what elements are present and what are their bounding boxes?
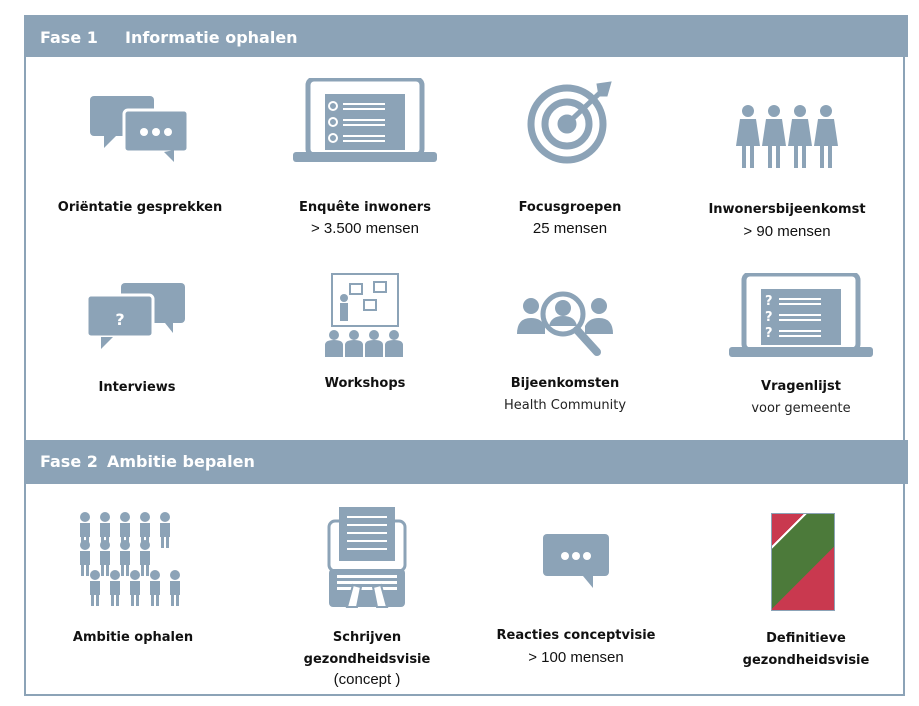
svg-text:?: ? [115,310,124,329]
target-icon [527,80,613,166]
question-bubbles-icon: ? [87,283,187,351]
workshop-presentation-icon [324,272,406,358]
item-label: Interviews [98,380,176,395]
item-sub: (concept ) [333,671,401,688]
chat-bubbles-icon [90,92,190,164]
item-label: Vragenlijst [761,379,841,394]
people-group-icon [735,104,839,170]
item-sub: voor gemeente [751,401,851,416]
crowd-icon [77,512,189,608]
label-line: Definitieve [766,631,846,646]
phase-number: Fase 2 [40,452,98,471]
phase-title: Informatie ophalen [125,28,298,47]
svg-text:?: ? [765,326,773,341]
item-sub: Health Community [503,398,627,413]
item-sub: > 90 mensen [743,223,831,240]
phase-number: Fase 1 [40,28,98,47]
document-cover-image [771,513,835,611]
phase-1-header: Fase 1 Informatie ophalen [24,15,908,57]
item-label: Oriëntatie gesprekken [57,200,223,215]
phase-title: Ambitie bepalen [107,452,255,471]
chat-bubble-icon [543,534,609,588]
item-label: Reacties conceptvisie [496,628,656,643]
item-label: Ambitie ophalen [72,630,194,645]
item-label: Definitieve gezondheidsvisie [706,628,906,672]
item-label: Enquête inwoners [299,200,431,215]
label-line: Schrijven [332,630,402,645]
svg-text:?: ? [765,294,773,309]
laptop-questions-icon: ??? [729,273,873,359]
item-sub: 25 mensen [532,220,608,237]
item-label: Focusgroepen [518,200,622,215]
svg-text:?: ? [765,310,773,325]
phase-2-header: Fase 2 Ambitie bepalen [24,440,908,484]
item-sub: > 3.500 mensen [311,220,419,237]
item-label: Bijeenkomsten [510,376,620,391]
item-label: Workshops [324,376,406,391]
item-sub: > 100 mensen [528,649,624,666]
people-magnifier-icon [517,290,613,360]
item-label: Inwonersbijeenkomst [708,202,866,217]
label-line: gezondheidsvisie [742,653,870,668]
label-line: gezondheidsvisie [303,652,431,667]
laptop-checklist-icon [293,78,437,164]
typewriter-icon [327,507,407,609]
diagram-frame [24,15,905,696]
item-label: Schrijven gezondheidsvisie [267,627,467,671]
